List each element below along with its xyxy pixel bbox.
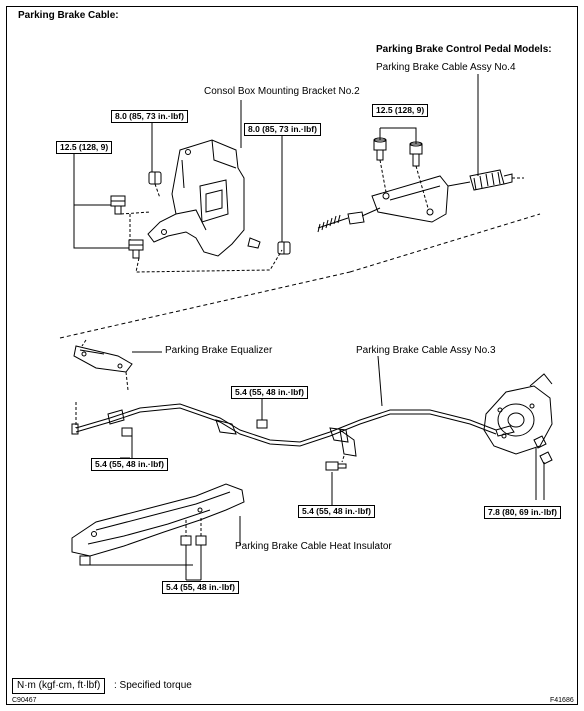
small-bolt-mid <box>325 461 347 471</box>
bolt-no4-1 <box>373 137 387 161</box>
diagram-title: Parking Brake Cable: <box>18 10 119 21</box>
bolt-left-2 <box>128 239 144 259</box>
equalizer-label: Parking Brake Equalizer <box>165 345 273 356</box>
bolt-left-1 <box>110 195 126 215</box>
heat-insulator-part <box>71 483 245 557</box>
code-left: C90467 <box>12 697 37 704</box>
torque-badge-6: 5.4 (55, 48 in.·lbf) <box>91 458 168 471</box>
legend-unit-box: N·m (kgf·cm, ft·lbf) <box>12 678 106 694</box>
nut-right <box>277 241 291 255</box>
torque-badge-4: 12.5 (128, 9) <box>372 104 429 117</box>
cable-no3-path <box>71 403 497 457</box>
torque-badge-2: 8.0 (85, 73 in.·lbf) <box>244 123 321 136</box>
pedal-models-heading: Parking Brake Control Pedal Models: <box>376 44 552 55</box>
legend-text: : Specified torque <box>114 680 192 691</box>
nut-upper-left <box>148 171 162 185</box>
torque-badge-5: 5.4 (55, 48 in.·lbf) <box>231 386 308 399</box>
insulator-nut-2 <box>195 535 207 546</box>
brake-backing-plate <box>483 373 553 455</box>
insulator-nut-3 <box>79 555 91 566</box>
cable-no4-assembly <box>317 169 513 233</box>
bolt-no4-2 <box>409 141 423 167</box>
torque-badge-1: 8.0 (85, 73 in.·lbf) <box>111 110 188 123</box>
bolt-plate-1 <box>533 435 547 449</box>
cable-no3-label: Parking Brake Cable Assy No.3 <box>356 345 496 356</box>
torque-badge-3: 12.5 (128, 9) <box>56 141 113 154</box>
small-nut-under-cable <box>121 427 133 437</box>
diagram-frame <box>6 6 578 705</box>
code-right: F41686 <box>550 697 574 704</box>
bracket-label: Consol Box Mounting Bracket No.2 <box>204 86 360 97</box>
cable-no4-label: Parking Brake Cable Assy No.4 <box>376 62 516 73</box>
torque-badge-8: 7.8 (80, 69 in.·lbf) <box>484 506 561 519</box>
equalizer-part <box>73 345 133 373</box>
torque-badge-9: 5.4 (55, 48 in.·lbf) <box>162 581 239 594</box>
small-nut-mid <box>256 419 268 429</box>
bolt-plate-2 <box>539 451 553 465</box>
heat-insulator-label: Parking Brake Cable Heat Insulator <box>235 541 392 552</box>
console-box-bracket <box>147 139 245 257</box>
separator-dashed <box>59 213 541 339</box>
torque-badge-7: 5.4 (55, 48 in.·lbf) <box>298 505 375 518</box>
insulator-nut-1 <box>180 535 192 546</box>
